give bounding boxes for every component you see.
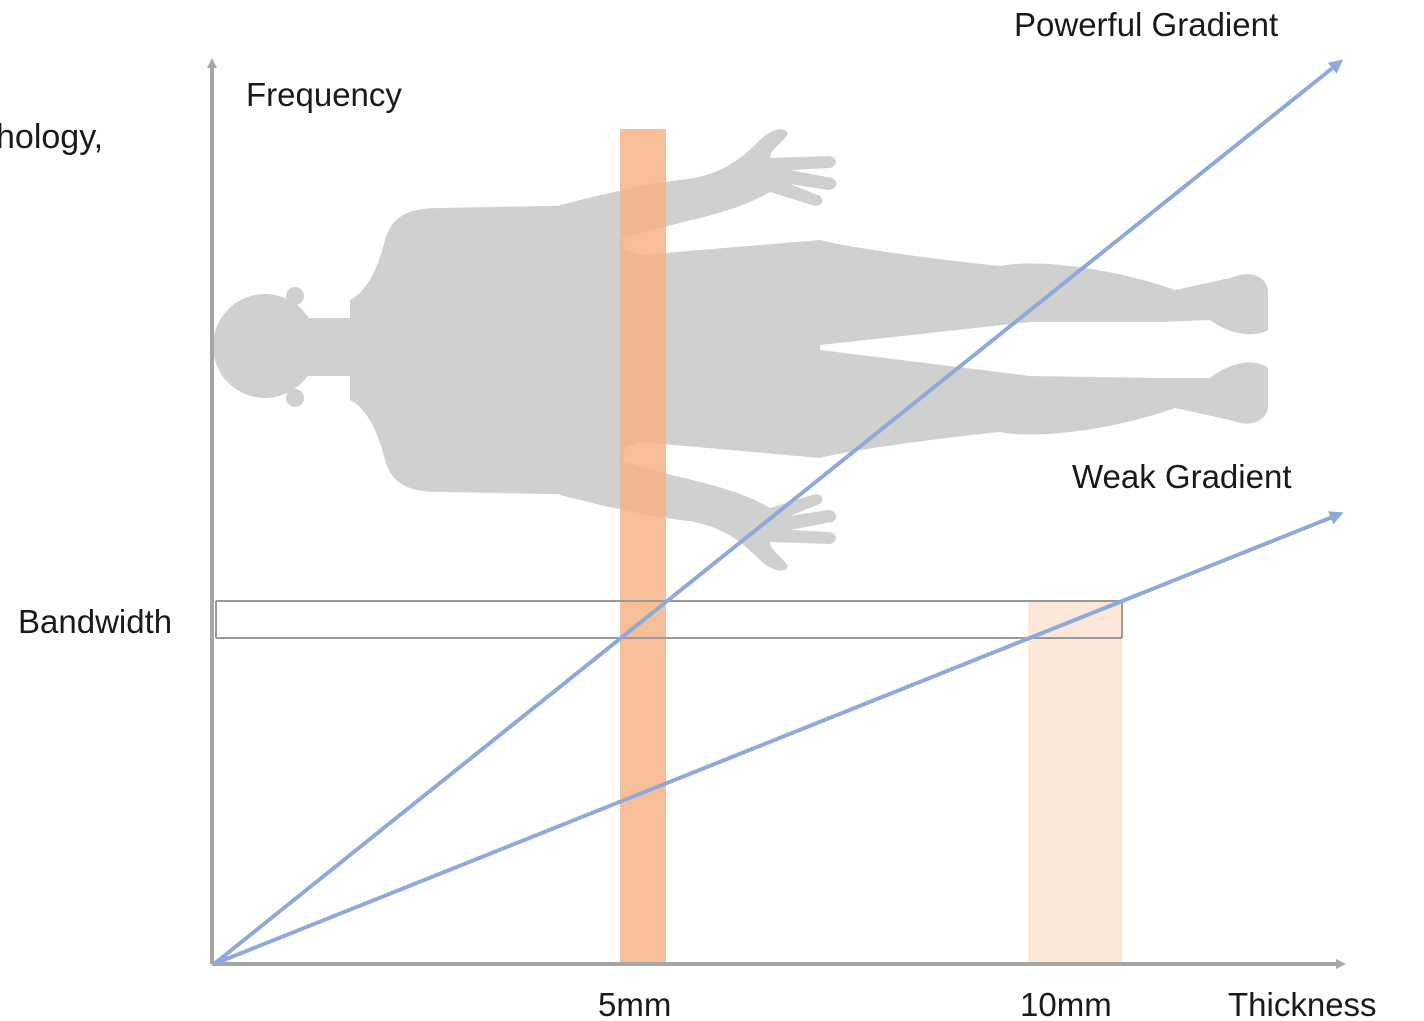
bandwidth-label: Bandwidth [18,603,173,640]
slice-10mm [1028,601,1122,963]
tick-label-10mm: 10mm [1020,986,1112,1021]
weak-gradient-label: Weak Gradient [1072,458,1292,495]
human-body-silhouette-icon [213,129,1268,571]
bandwidth-band [215,600,1123,639]
x-axis-label: Thickness [1228,986,1377,1021]
powerful-gradient-line [212,59,1344,966]
y-axis-label: Frequency [246,76,402,113]
cropped-fragment-text: hology, [0,118,104,156]
tick-label-5mm: 5mm [598,986,672,1021]
powerful-gradient-label: Powerful Gradient [1014,6,1279,43]
weak-gradient-line [213,511,1344,966]
slice-5mm [620,129,666,963]
